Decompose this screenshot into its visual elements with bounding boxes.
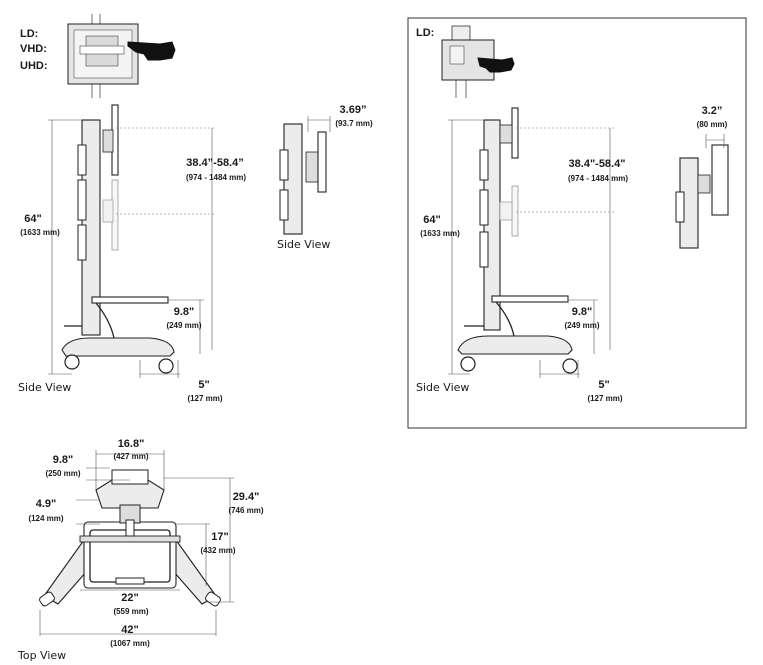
option-label-ld-right: LD: [416, 27, 434, 39]
inner-width-metric: (559 mm) [113, 607, 148, 616]
base-width-metric: (1067 mm) [110, 639, 150, 648]
detail-offset-value-right: 3.2” [702, 105, 723, 117]
option-label-uhd: UHD: [20, 60, 48, 72]
detail-offset-metric-right: (80 mm) [697, 120, 728, 129]
offset-width-metric: (250 mm) [45, 469, 80, 478]
base-width-value: 42" [121, 624, 138, 636]
total-depth-metric: (746 mm) [228, 506, 263, 515]
small-depth-value: 4.9" [36, 498, 57, 510]
top-width-metric: (427 mm) [113, 452, 148, 461]
right-panel-frame [407, 17, 747, 429]
offset-depth-value: 9.8" [174, 306, 195, 318]
left-panel: LD: VHD: UHD: [18, 14, 373, 403]
height-total-metric-right: (1633 mm) [420, 229, 460, 238]
base-offset-metric-right: (127 mm) [587, 394, 622, 403]
height-total-value-right: 64" [423, 214, 440, 226]
detail-side-view-right [675, 134, 729, 249]
side-view-label: Side View [18, 381, 71, 394]
right-panel: LD: [407, 17, 747, 429]
top-width-value: 16.8" [118, 438, 145, 450]
height-range-value: 38.4”-58.4” [186, 157, 243, 169]
height-range-metric: (974 - 1484 mm) [186, 173, 246, 182]
top-view-label: Top View [17, 649, 66, 662]
dimension-lines-right [448, 119, 614, 378]
detail-side-view [279, 116, 331, 235]
offset-width-value: 9.8" [53, 454, 74, 466]
hand-pointer-icon [127, 41, 176, 61]
monitor-front-thumbnail [67, 14, 176, 98]
total-depth-value: 29.4" [233, 491, 260, 503]
mid-depth-metric: (432 mm) [200, 546, 235, 555]
cart-side-view [61, 104, 175, 374]
detail-offset-value: 3.69” [340, 104, 367, 116]
monitor-front-thumbnail-right [441, 25, 515, 98]
height-range-metric-right: (974 - 1484 mm) [568, 174, 628, 183]
side-view-label-right: Side View [416, 381, 469, 394]
height-total-metric: (1633 mm) [20, 228, 60, 237]
offset-depth-value-right: 9.8" [572, 306, 593, 318]
top-view: 16.8" (427 mm) 9.8" (250 mm) 4.9" (124 m… [17, 438, 264, 662]
height-total-value: 64" [24, 213, 41, 225]
cart-side-view-right [457, 107, 578, 374]
mid-depth-value: 17" [211, 531, 228, 543]
small-depth-metric: (124 mm) [28, 514, 63, 523]
option-label-vhd: VHD: [20, 43, 47, 55]
dimension-lines-top [39, 450, 234, 636]
dimension-lines [48, 119, 216, 378]
offset-depth-metric-right: (249 mm) [564, 321, 599, 330]
base-offset-value-right: 5" [598, 379, 609, 391]
hand-pointer-icon [477, 57, 515, 73]
detail-offset-metric: (93.7 mm) [335, 119, 373, 128]
base-offset-metric: (127 mm) [187, 394, 222, 403]
option-label-ld: LD: [20, 28, 38, 40]
cart-top-view [39, 469, 221, 607]
base-offset-value: 5" [198, 379, 209, 391]
height-range-value-right: 38.4"-58.4" [569, 158, 626, 170]
inner-width-value: 22" [121, 592, 138, 604]
offset-depth-metric: (249 mm) [166, 321, 201, 330]
detail-side-view-label: Side View [277, 238, 330, 251]
